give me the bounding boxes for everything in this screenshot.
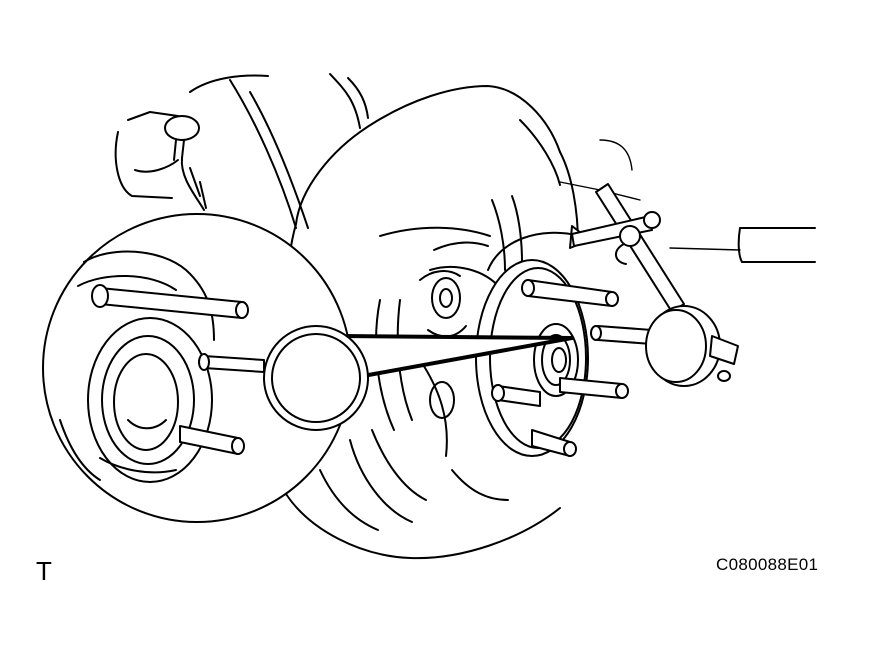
magnifier-callout [42, 213, 369, 523]
knuckle-arm [419, 270, 467, 419]
hub-bolts [491, 279, 629, 457]
dial-indicator [571, 183, 739, 387]
view-label: T [36, 556, 52, 586]
strut-and-body-lines [114, 73, 369, 229]
brake-hose [164, 115, 205, 211]
figure-code: C080088E01 [716, 555, 819, 574]
